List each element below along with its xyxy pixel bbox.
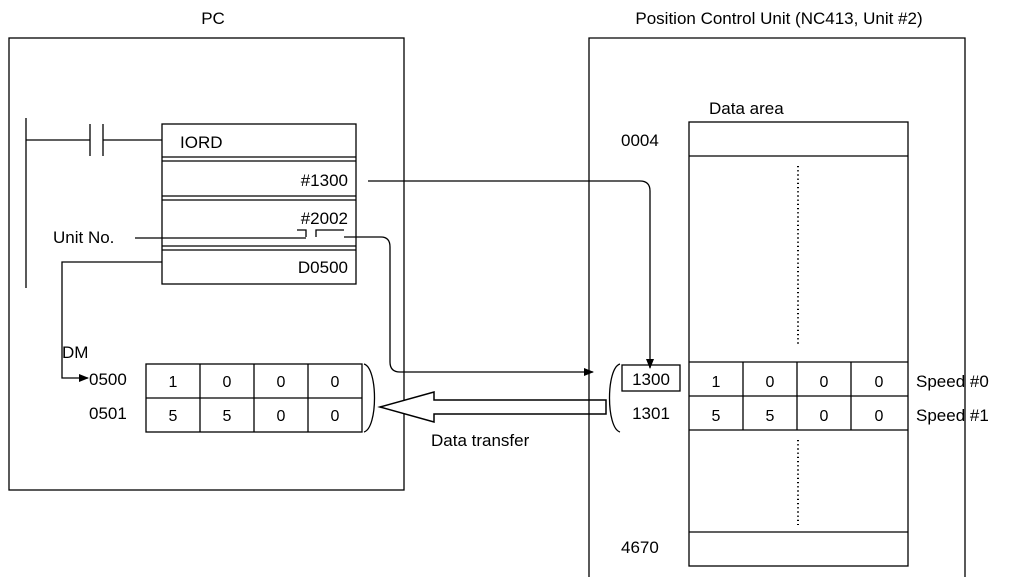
address-1301: 1301	[632, 404, 670, 423]
operand-destination: D0500	[298, 258, 348, 277]
dm-cell: 0	[331, 374, 340, 391]
data-area-table	[688, 121, 909, 567]
address-1300-box	[621, 364, 681, 392]
dm-table	[145, 363, 363, 433]
address-0004: 0004	[621, 131, 659, 150]
data-cell: 0	[766, 374, 775, 391]
ladder-rung	[25, 118, 162, 288]
destination-arrow	[61, 261, 162, 382]
pcu-title: Position Control Unit (NC413, Unit #2)	[635, 9, 922, 28]
pcu-bracket	[608, 363, 621, 433]
unit-select-arrow	[344, 236, 594, 376]
data-cell: 0	[875, 374, 884, 391]
speed-1-label: Speed #1	[916, 406, 989, 425]
dm-cell: 0	[223, 374, 232, 391]
dm-address-0500: 0500	[89, 370, 127, 389]
data-transfer-arrow	[377, 391, 607, 423]
data-cell: 0	[820, 374, 829, 391]
speed-0-label: Speed #0	[916, 372, 989, 391]
data-cell: 0	[875, 408, 884, 425]
data-area-label: Data area	[709, 99, 784, 118]
address-1300: 1300	[632, 370, 670, 389]
dm-cell: 1	[169, 374, 178, 391]
data-cell: 1	[712, 374, 721, 391]
pc-frame	[8, 37, 405, 491]
dm-label: DM	[62, 343, 88, 362]
operand-source: #1300	[301, 171, 348, 190]
unit-no-label: Unit No.	[53, 228, 114, 247]
data-cell: 0	[820, 408, 829, 425]
data-transfer-label: Data transfer	[431, 431, 530, 450]
dm-cell: 0	[331, 408, 340, 425]
pcu-frame	[588, 37, 966, 577]
pc-title: PC	[201, 9, 225, 28]
data-cell: 5	[712, 408, 721, 425]
dm-cell: 5	[223, 408, 232, 425]
dm-bracket	[363, 363, 376, 433]
dm-cell: 5	[169, 408, 178, 425]
unit-digit-bracket	[297, 229, 307, 237]
dm-address-0501: 0501	[89, 404, 127, 423]
dm-cell: 0	[277, 374, 286, 391]
word-digit-bracket	[315, 229, 344, 237]
iord-mnemonic: IORD	[180, 133, 223, 152]
dm-cell: 0	[277, 408, 286, 425]
operand-control: #2002	[301, 209, 348, 228]
source-address-arrow	[368, 180, 654, 369]
iord-instruction-block: IORD #1300 #2002 D0500	[161, 123, 357, 285]
address-4670: 4670	[621, 538, 659, 557]
data-cell: 5	[766, 408, 775, 425]
